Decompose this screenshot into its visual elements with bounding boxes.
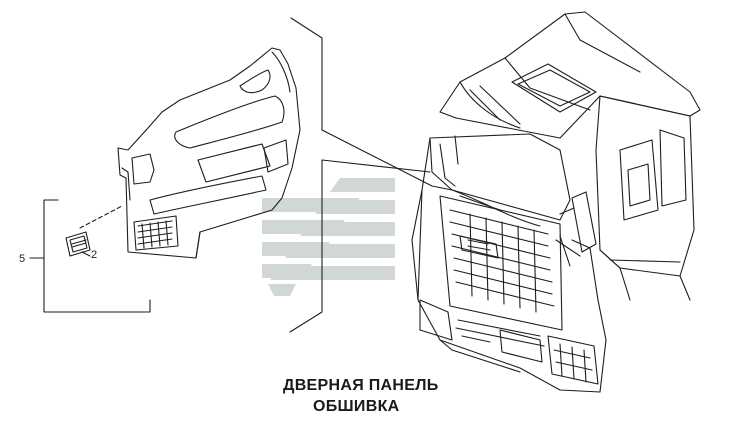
callout-5: 5 xyxy=(19,253,26,265)
bracket-line-upper xyxy=(290,17,323,131)
leader-line-2 xyxy=(81,251,91,257)
callout-bracket-5 xyxy=(29,199,151,313)
truck-cab-drawing xyxy=(321,11,701,393)
projection-line xyxy=(321,129,453,191)
caption-line-2: ОБШИВКА xyxy=(313,398,400,415)
door-trim-panel xyxy=(117,47,301,259)
caption-line-1: ДВЕРНАЯ ПАНЕЛЬ xyxy=(283,377,439,394)
bracket-line-lower xyxy=(289,159,323,333)
clip-part xyxy=(65,231,91,257)
logo-watermark-icon xyxy=(262,178,395,296)
callout-2: 2 xyxy=(91,249,98,261)
assembly-dashed-line xyxy=(79,205,123,229)
